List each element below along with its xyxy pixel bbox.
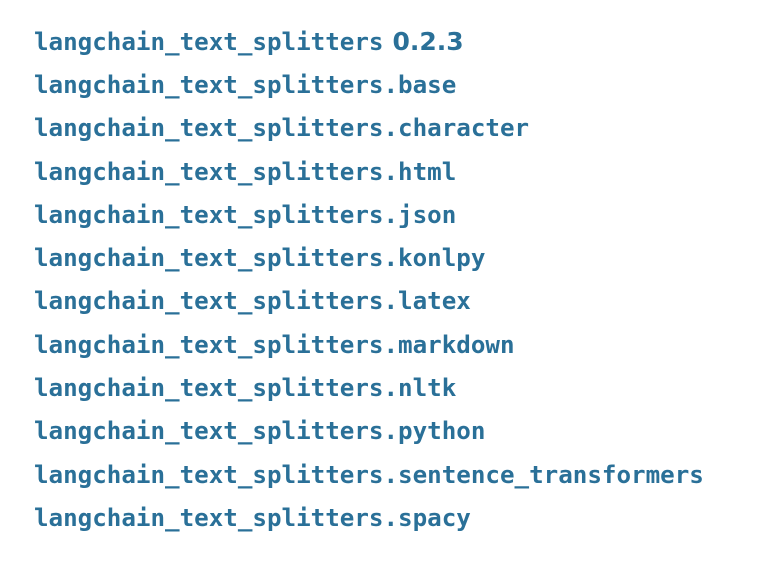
nav-link-sentence-transformers[interactable]: langchain_text_splitters.sentence_transf… — [34, 460, 704, 489]
nav-link-nltk[interactable]: langchain_text_splitters.nltk — [34, 374, 457, 403]
nav-item-latex: langchain_text_splitters.latex — [34, 280, 704, 323]
nav-item-json: langchain_text_splitters.json — [34, 193, 704, 236]
nav-item-character: langchain_text_splitters.character — [34, 107, 704, 150]
version-number: 0.2.3 — [392, 27, 464, 57]
nav-link-base[interactable]: langchain_text_splitters.base — [34, 70, 457, 99]
nav-item-python: langchain_text_splitters.python — [34, 410, 704, 453]
nav-link-character[interactable]: langchain_text_splitters.character — [34, 114, 530, 143]
nav-item-base: langchain_text_splitters.base — [34, 63, 704, 106]
nav-link-latex[interactable]: langchain_text_splitters.latex — [34, 287, 471, 316]
nav-item-html: langchain_text_splitters.html — [34, 150, 704, 193]
nav-item-sentence-transformers: langchain_text_splitters.sentence_transf… — [34, 453, 704, 496]
nav-link-konlpy[interactable]: langchain_text_splitters.konlpy — [34, 244, 486, 273]
nav-link-markdown[interactable]: langchain_text_splitters.markdown — [34, 330, 515, 359]
root-module-name: langchain_text_splitters — [34, 28, 384, 57]
nav-item-nltk: langchain_text_splitters.nltk — [34, 366, 704, 409]
nav-link-html[interactable]: langchain_text_splitters.html — [34, 157, 457, 186]
nav-item-markdown: langchain_text_splitters.markdown — [34, 323, 704, 366]
nav-link-python[interactable]: langchain_text_splitters.python — [34, 417, 486, 446]
module-nav-list: langchain_text_splitters 0.2.3 langchain_… — [34, 20, 704, 540]
nav-link-json[interactable]: langchain_text_splitters.json — [34, 200, 457, 229]
nav-item-konlpy: langchain_text_splitters.konlpy — [34, 236, 704, 279]
nav-link-root[interactable]: langchain_text_splitters 0.2.3 — [34, 27, 464, 56]
nav-item-root: langchain_text_splitters 0.2.3 — [34, 20, 704, 63]
nav-link-spacy[interactable]: langchain_text_splitters.spacy — [34, 503, 471, 532]
nav-item-spacy: langchain_text_splitters.spacy — [34, 496, 704, 539]
